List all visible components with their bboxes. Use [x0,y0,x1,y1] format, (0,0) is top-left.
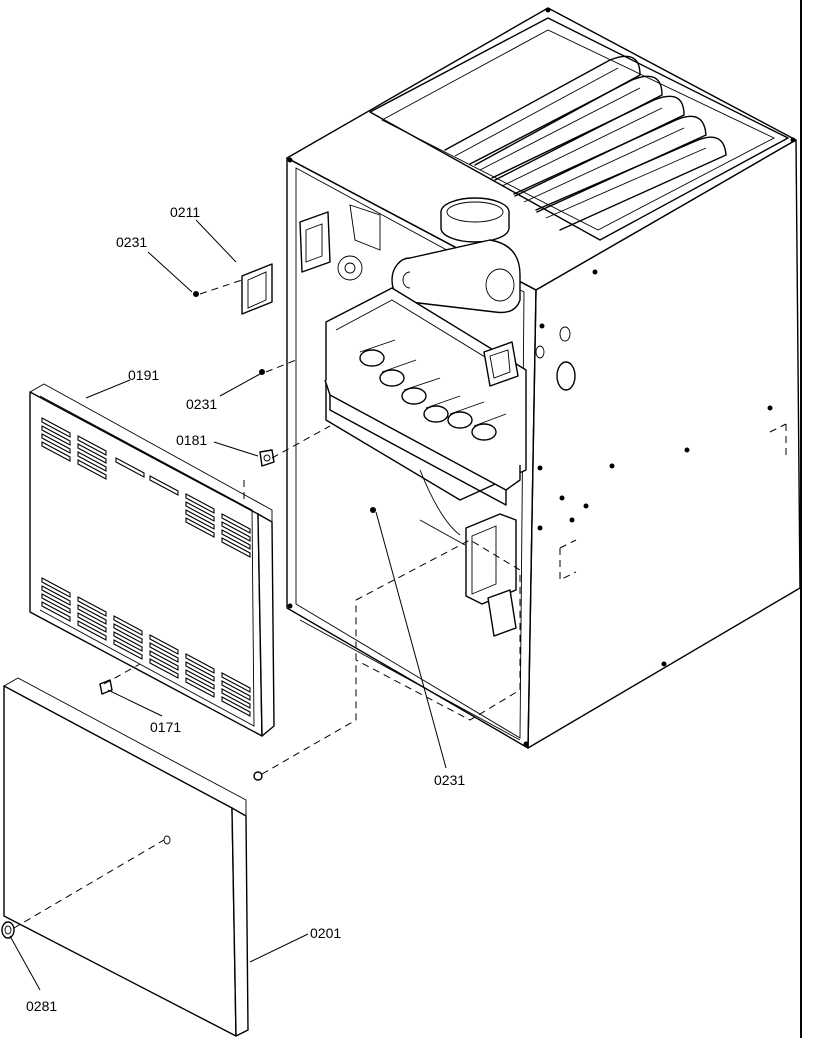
louver-slot [41,433,71,454]
callout-labels: 0211 0231 0191 0231 0181 0171 0231 0201 … [26,204,465,1014]
louver-slot [41,417,71,438]
control-board [419,469,517,637]
louver-slot [113,615,143,636]
louver-slot [41,601,71,622]
louver-slot [149,650,179,671]
louver-slot [41,577,71,598]
louver-slot [221,521,251,542]
callout-0181: 0181 [176,432,207,448]
furnace-cabinet [286,7,801,749]
callout-0201: 0201 [310,925,341,941]
callout-0191: 0191 [128,367,159,383]
side-panel-features [535,269,787,667]
louver-slot [185,677,215,698]
louver-slot [185,517,215,538]
louver-slot [185,669,215,690]
door-louvers [41,417,251,717]
assembly-lines [13,279,357,929]
louver-slot [41,585,71,606]
part-0171-clip [99,679,113,695]
part-0231-screw-top [193,291,199,297]
louver-slot [185,501,215,522]
heat-exchanger-tubes [444,55,727,231]
louver-slot [149,658,179,679]
louver-slot [221,680,251,701]
louver-slot [221,537,251,558]
burner-assembly [324,287,527,506]
part-0231-screw-mid [259,369,265,375]
louver-slot [77,620,107,641]
base-outline [355,539,521,721]
louver-slot [77,459,107,480]
louver-slot [149,475,179,496]
louver-slot [113,631,143,652]
louver-slot [221,688,251,709]
louver-slot [77,443,107,464]
callout-0211: 0211 [170,204,200,220]
louver-slot [185,493,215,514]
louver-slot [185,509,215,530]
louver-slot [77,604,107,625]
part-0201-blank-door [3,677,249,1037]
louver-slot [221,672,251,693]
louver-slot [77,451,107,472]
callout-0171: 0171 [150,719,181,735]
part-0281-knob [1,921,15,939]
part-0191-louvered-door [29,383,275,737]
callout-0231-low: 0231 [434,772,465,788]
louver-slot [149,642,179,663]
louver-slot [41,593,71,614]
louver-slot [77,612,107,633]
louver-slot [77,596,107,617]
louver-slot [185,661,215,682]
louver-slot [185,653,215,674]
louver-slot [221,513,251,534]
pressure-switch [299,211,363,281]
louver-slot [77,435,107,456]
louver-slot [113,623,143,644]
part-0211-bracket [241,263,273,315]
part-0231-screw-low [370,507,376,513]
louver-slot [41,425,71,446]
callout-0231-top: 0231 [116,234,147,250]
callout-0281: 0281 [26,998,57,1014]
louver-slot [41,441,71,462]
louver-slot [221,529,251,550]
louver-slot [113,639,143,660]
base-rail [299,619,521,741]
callout-leaders [9,219,447,991]
part-0231-screw-door [253,771,263,781]
louver-slot [149,634,179,655]
louver-slot [221,696,251,717]
part-0181-switch [259,449,275,467]
callout-0231-mid: 0231 [186,396,217,412]
louver-slot [115,457,145,478]
